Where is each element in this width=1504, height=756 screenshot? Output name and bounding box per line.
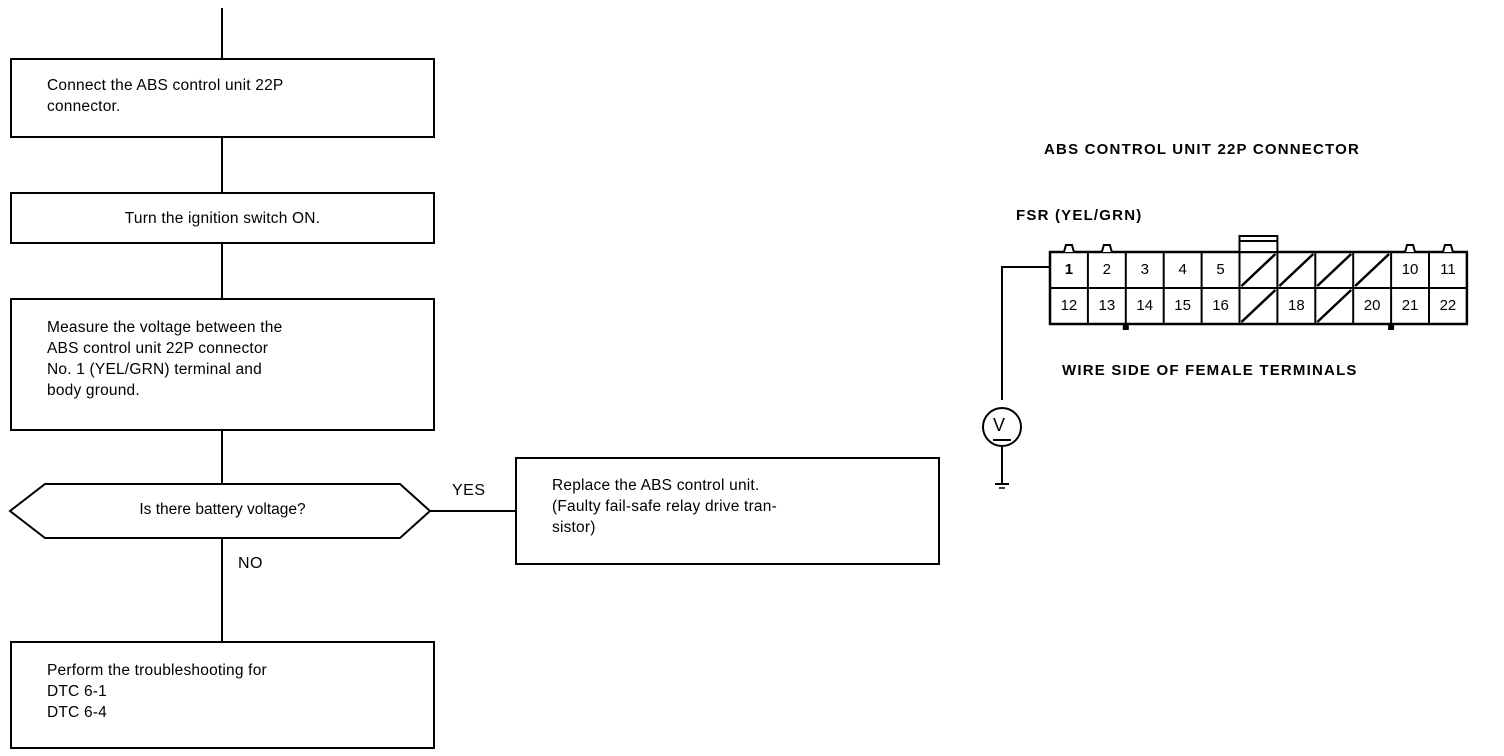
step-measure-line: body ground.	[47, 382, 140, 399]
voltmeter-symbol: V	[993, 415, 1006, 435]
terminal-20: 20	[1363, 297, 1381, 314]
step-connect-line: connector.	[47, 98, 121, 115]
fsr-wire	[1001, 266, 1050, 400]
yes-result-line: sistor)	[552, 519, 596, 536]
terminal-3: 3	[1140, 261, 1149, 278]
terminal-5: 5	[1216, 261, 1225, 278]
connector-body	[1048, 235, 1469, 330]
connector-title: ABS CONTROL UNIT 22P CONNECTOR	[1044, 141, 1361, 158]
unused-terminal-hatch	[1316, 253, 1353, 287]
terminal-16: 16	[1212, 297, 1229, 314]
terminal-22: 22	[1439, 297, 1457, 314]
terminal-12: 12	[1060, 297, 1078, 314]
step-perform-box: Perform the troubleshooting for DTC 6-1 …	[10, 641, 435, 749]
terminal-18: 18	[1287, 297, 1305, 314]
terminal-key-bump	[1404, 244, 1417, 253]
terminal-1: 1	[1064, 261, 1074, 278]
unused-terminal-hatch	[1240, 289, 1277, 323]
terminal-key-bump	[1100, 244, 1113, 253]
step-connect-box: Connect the ABS control unit 22P connect…	[10, 58, 435, 138]
step-connect-line: Connect the ABS control unit 22P	[47, 77, 284, 94]
unused-terminal-hatch	[1278, 253, 1315, 287]
unused-terminal-hatch	[1240, 253, 1277, 287]
step-ignition-line: Turn the ignition switch ON.	[124, 210, 321, 227]
step-ignition-box: Turn the ignition switch ON.	[10, 192, 435, 244]
terminal-15: 15	[1174, 297, 1191, 314]
yes-result-line: Replace the ABS control unit.	[552, 477, 760, 494]
decision-question: Is there battery voltage?	[139, 501, 306, 518]
connector-caption: WIRE SIDE OF FEMALE TERMINALS	[1062, 362, 1358, 379]
connector-nub	[1122, 324, 1129, 330]
terminal-14: 14	[1136, 297, 1154, 314]
connector-lock-tab	[1238, 235, 1279, 253]
terminal-2: 2	[1102, 261, 1111, 278]
no-label: NO	[238, 555, 263, 572]
unused-terminal-hatch	[1316, 289, 1353, 323]
terminal-10: 10	[1401, 261, 1419, 278]
step-measure-box: Measure the voltage between the ABS cont…	[10, 298, 435, 431]
terminal-key-bump	[1062, 244, 1075, 253]
terminal-11: 11	[1440, 261, 1456, 278]
yes-label: YES	[452, 482, 486, 499]
step-measure-line: No. 1 (YEL/GRN) terminal and	[47, 361, 262, 378]
terminal-4: 4	[1178, 261, 1187, 278]
connector-nub	[1388, 324, 1395, 330]
terminal-13: 13	[1098, 297, 1116, 314]
step-measure-line: Measure the voltage between the	[47, 319, 283, 336]
fsr-wire-label: FSR (YEL/GRN)	[1016, 207, 1143, 224]
step-perform-line: DTC 6-4	[47, 704, 107, 721]
yes-result-box: Replace the ABS control unit. (Faulty fa…	[515, 457, 940, 565]
unused-terminal-hatch	[1354, 253, 1390, 287]
terminal-21: 21	[1401, 297, 1419, 314]
terminal-key-bump	[1441, 244, 1454, 253]
step-perform-line: DTC 6-1	[47, 683, 107, 700]
step-perform-line: Perform the troubleshooting for	[47, 662, 267, 679]
step-measure-line: ABS control unit 22P connector	[47, 340, 269, 357]
yes-result-line: (Faulty fail-safe relay drive tran-	[552, 498, 777, 515]
